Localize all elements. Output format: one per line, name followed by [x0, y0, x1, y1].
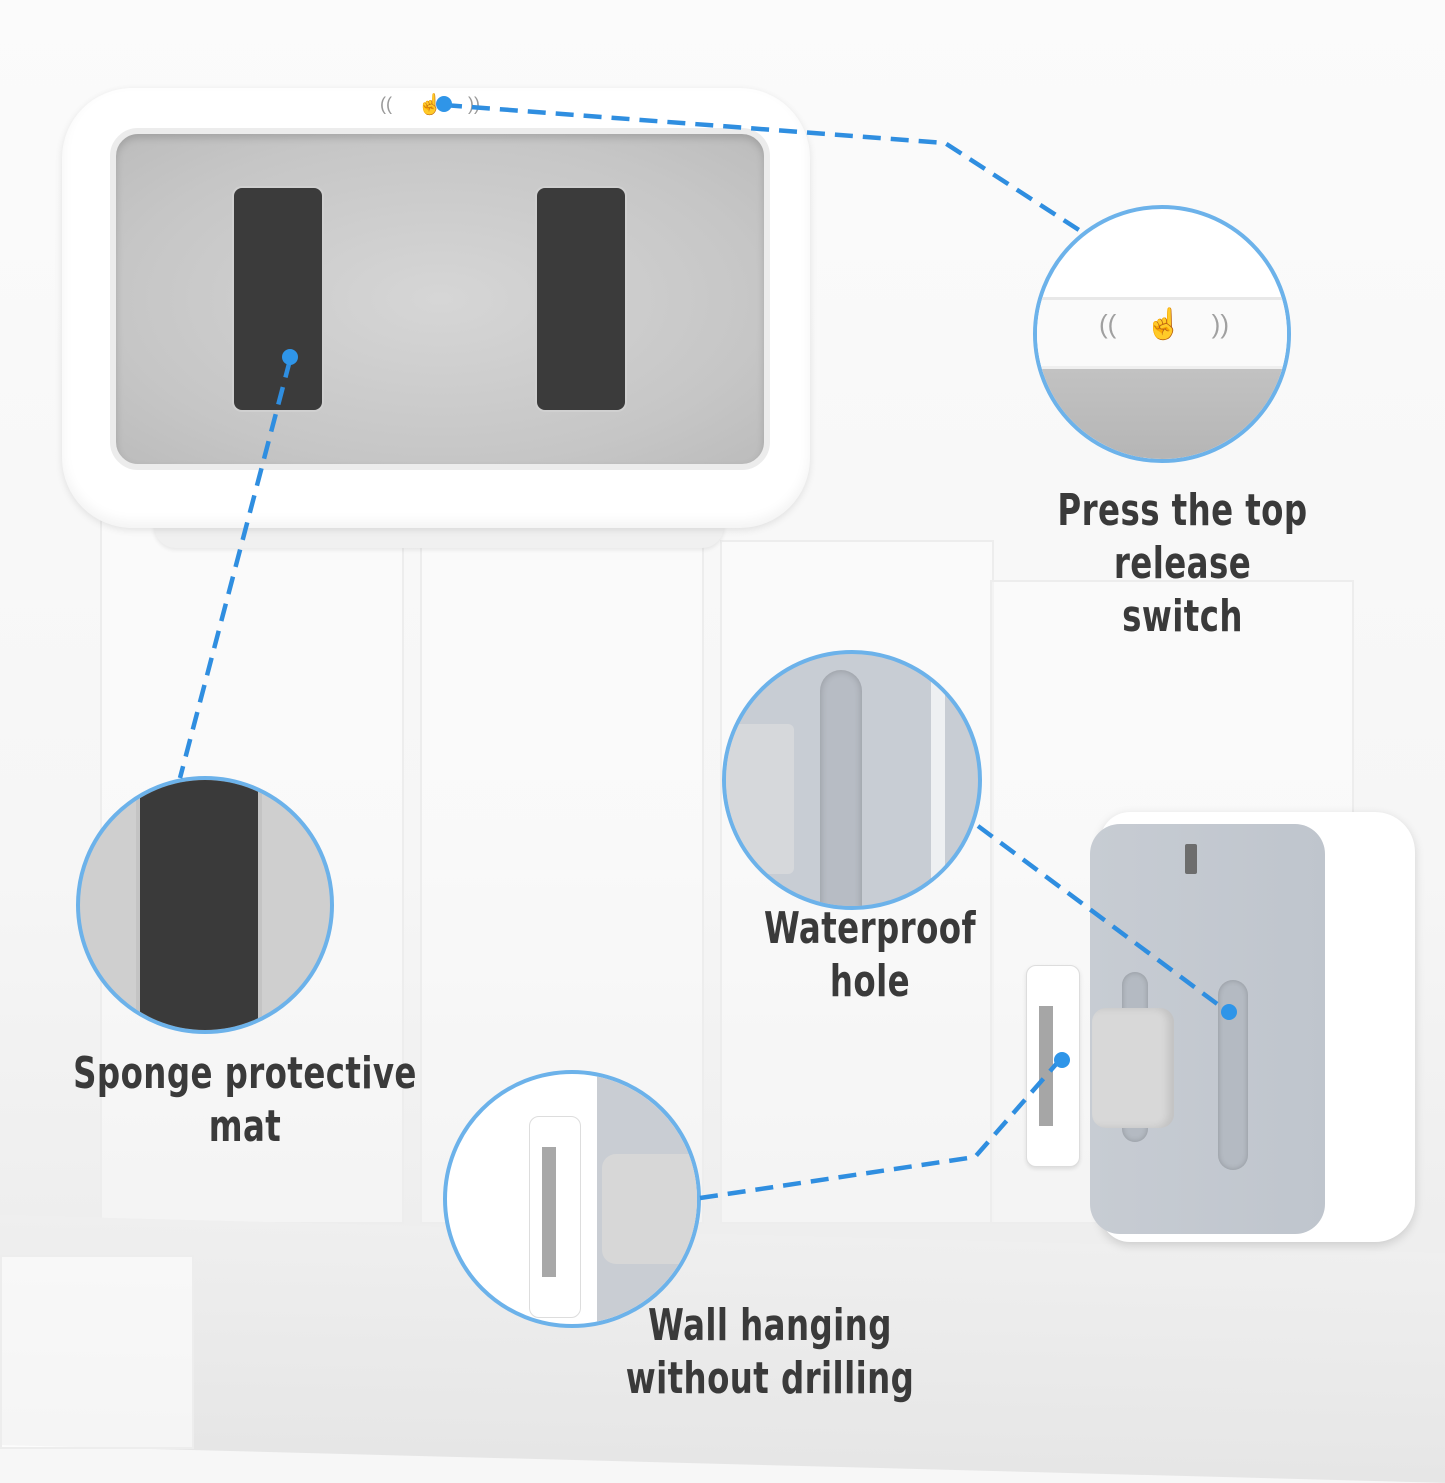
zoom-circle-sponge-mat [76, 776, 334, 1034]
zoom-circle-release-switch: (( ☝ )) [1033, 205, 1291, 463]
device-window [110, 128, 770, 470]
label-line: release switch [1113, 537, 1252, 642]
wall-hook-clip [1026, 965, 1080, 1167]
sound-wave-left-icon: (( [1099, 308, 1117, 339]
label-sponge-mat: Sponge protective mat [44, 1048, 446, 1154]
sound-wave-right-icon: )) [1211, 308, 1229, 339]
sound-wave-left-icon: (( [380, 93, 392, 114]
release-switch-icons: (( ☝ )) [380, 89, 480, 119]
label-release-switch: Press the top release switch [1049, 485, 1316, 643]
label-line: Wall hanging [648, 1300, 892, 1351]
callout-dot-wall-hanging [1054, 1052, 1070, 1068]
sponge-mat-right [537, 188, 625, 410]
sponge-mat-left [234, 188, 322, 410]
press-finger-icon: ☝ [1145, 307, 1183, 341]
label-line: Sponge protective mat [73, 1048, 417, 1152]
label-line: Press the top [1057, 485, 1308, 536]
mount-knob [1092, 1008, 1174, 1128]
label-wall-hanging: Wall hanging without drilling [622, 1300, 917, 1406]
label-line: without drilling [625, 1352, 915, 1404]
callout-dot-release-switch [436, 96, 452, 112]
background-appliance [0, 1255, 194, 1449]
zoom-circle-wall-hanging [443, 1070, 701, 1328]
label-waterproof-hole: Waterproof hole [722, 903, 1017, 1009]
sound-wave-right-icon: )) [468, 93, 480, 114]
device-front-view: (( ☝ )) [62, 88, 810, 548]
back-panel-notch [1185, 844, 1197, 874]
callout-dot-sponge-mat [282, 349, 298, 365]
release-switch-icons-zoomed: (( ☝ )) [1099, 304, 1229, 344]
label-line: Waterproof hole [763, 903, 977, 1007]
callout-dot-waterproof-hole [1221, 1004, 1237, 1020]
zoom-circle-waterproof-hole [722, 650, 982, 910]
